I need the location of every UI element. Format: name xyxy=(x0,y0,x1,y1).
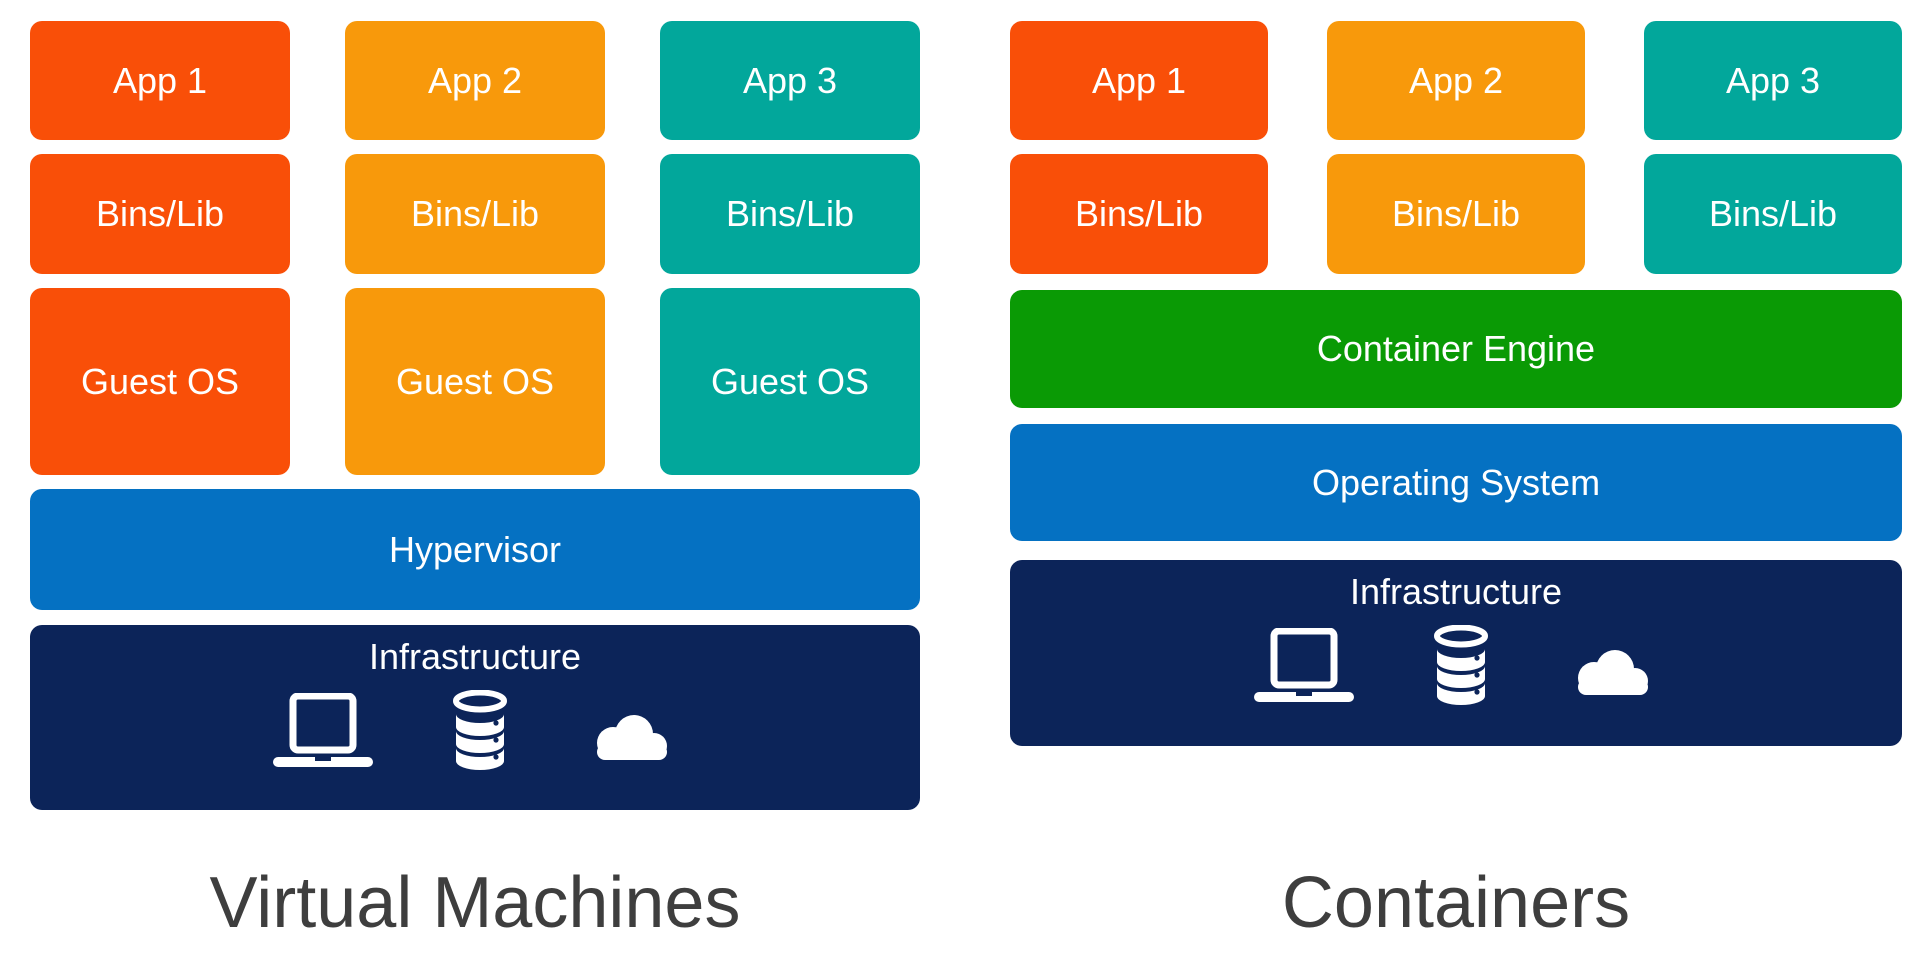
vm-app3-box: App 3 xyxy=(660,21,920,140)
ct-infrastructure-box: Infrastructure xyxy=(1010,560,1902,746)
database-icon xyxy=(1434,625,1488,706)
containers-caption-text: Containers xyxy=(1281,863,1631,943)
vm-binslib3-box: Bins/Lib xyxy=(660,154,920,274)
ct-binslib2-label: Bins/Lib xyxy=(1391,193,1521,235)
vm-guestos2-box: Guest OS xyxy=(345,288,605,475)
ct-infrastructure-label: Infrastructure xyxy=(1349,571,1563,612)
ct-infrastructure-icons xyxy=(1254,625,1658,709)
vm-guestos3-label: Guest OS xyxy=(710,360,870,402)
database-icon xyxy=(453,690,507,771)
ct-app3-label: App 3 xyxy=(1725,59,1821,101)
ct-app1-box: App 1 xyxy=(1010,21,1268,140)
ct-binslib3-label: Bins/Lib xyxy=(1708,193,1838,235)
vm-infrastructure-icons xyxy=(273,690,677,774)
hypervisor-label: Hypervisor xyxy=(388,528,562,570)
container-engine-box: Container Engine xyxy=(1010,290,1902,408)
vm-caption-text: Virtual Machines xyxy=(209,863,741,943)
vm-app1-label: App 1 xyxy=(112,59,208,101)
vm-app2-label: App 2 xyxy=(427,59,523,101)
cloud-icon xyxy=(597,715,667,761)
vm-binslib3-label: Bins/Lib xyxy=(725,193,855,235)
hypervisor-box: Hypervisor xyxy=(30,489,920,610)
laptop-icon xyxy=(1254,628,1354,703)
vm-binslib2-label: Bins/Lib xyxy=(410,193,540,235)
vm-binslib1-label: Bins/Lib xyxy=(95,193,225,235)
vm-guestos1-label: Guest OS xyxy=(80,360,240,402)
operating-system-label: Operating System xyxy=(1311,461,1601,503)
vm-caption: Virtual Machines xyxy=(30,848,920,958)
vm-binslib2-box: Bins/Lib xyxy=(345,154,605,274)
ct-app2-box: App 2 xyxy=(1327,21,1585,140)
vm-infrastructure-box: Infrastructure xyxy=(30,625,920,810)
vm-app1-box: App 1 xyxy=(30,21,290,140)
ct-binslib3-box: Bins/Lib xyxy=(1644,154,1902,274)
vm-guestos2-label: Guest OS xyxy=(395,360,555,402)
ct-app2-label: App 2 xyxy=(1408,59,1504,101)
operating-system-box: Operating System xyxy=(1010,424,1902,541)
ct-binslib1-box: Bins/Lib xyxy=(1010,154,1268,274)
vm-guestos1-box: Guest OS xyxy=(30,288,290,475)
vm-app3-label: App 3 xyxy=(742,59,838,101)
vm-binslib1-box: Bins/Lib xyxy=(30,154,290,274)
ct-binslib2-box: Bins/Lib xyxy=(1327,154,1585,274)
container-engine-label: Container Engine xyxy=(1316,328,1596,370)
cloud-icon xyxy=(1578,650,1648,696)
vm-infrastructure-label: Infrastructure xyxy=(368,636,582,677)
vm-app2-box: App 2 xyxy=(345,21,605,140)
vm-guestos3-box: Guest OS xyxy=(660,288,920,475)
ct-app1-label: App 1 xyxy=(1091,59,1187,101)
laptop-icon xyxy=(273,693,373,768)
ct-binslib1-label: Bins/Lib xyxy=(1074,193,1204,235)
containers-caption: Containers xyxy=(1010,848,1902,958)
ct-app3-box: App 3 xyxy=(1644,21,1902,140)
